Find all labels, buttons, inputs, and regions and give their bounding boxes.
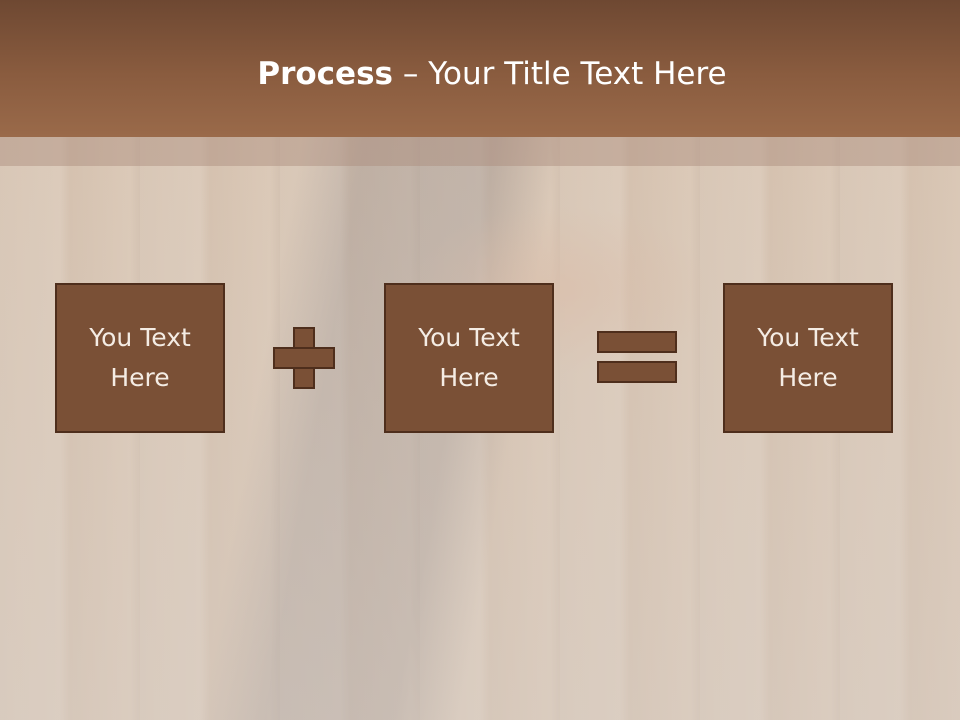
title-bar-band [0, 137, 960, 166]
text-box-1[interactable]: You Text Here [55, 283, 225, 433]
title-rest: – Your Title Text Here [393, 56, 727, 92]
title-bar [0, 0, 960, 137]
text-box-3[interactable]: You Text Here [723, 283, 893, 433]
slide-title[interactable]: Process – Your Title Text Here [0, 52, 960, 96]
equals-icon [597, 331, 677, 383]
title-bold: Process [257, 56, 393, 92]
plus-icon [273, 327, 335, 389]
text-box-1-label: You Text Here [89, 323, 191, 392]
text-box-2-label: You Text Here [418, 323, 520, 392]
text-box-2[interactable]: You Text Here [384, 283, 554, 433]
text-box-3-label: You Text Here [757, 323, 859, 392]
